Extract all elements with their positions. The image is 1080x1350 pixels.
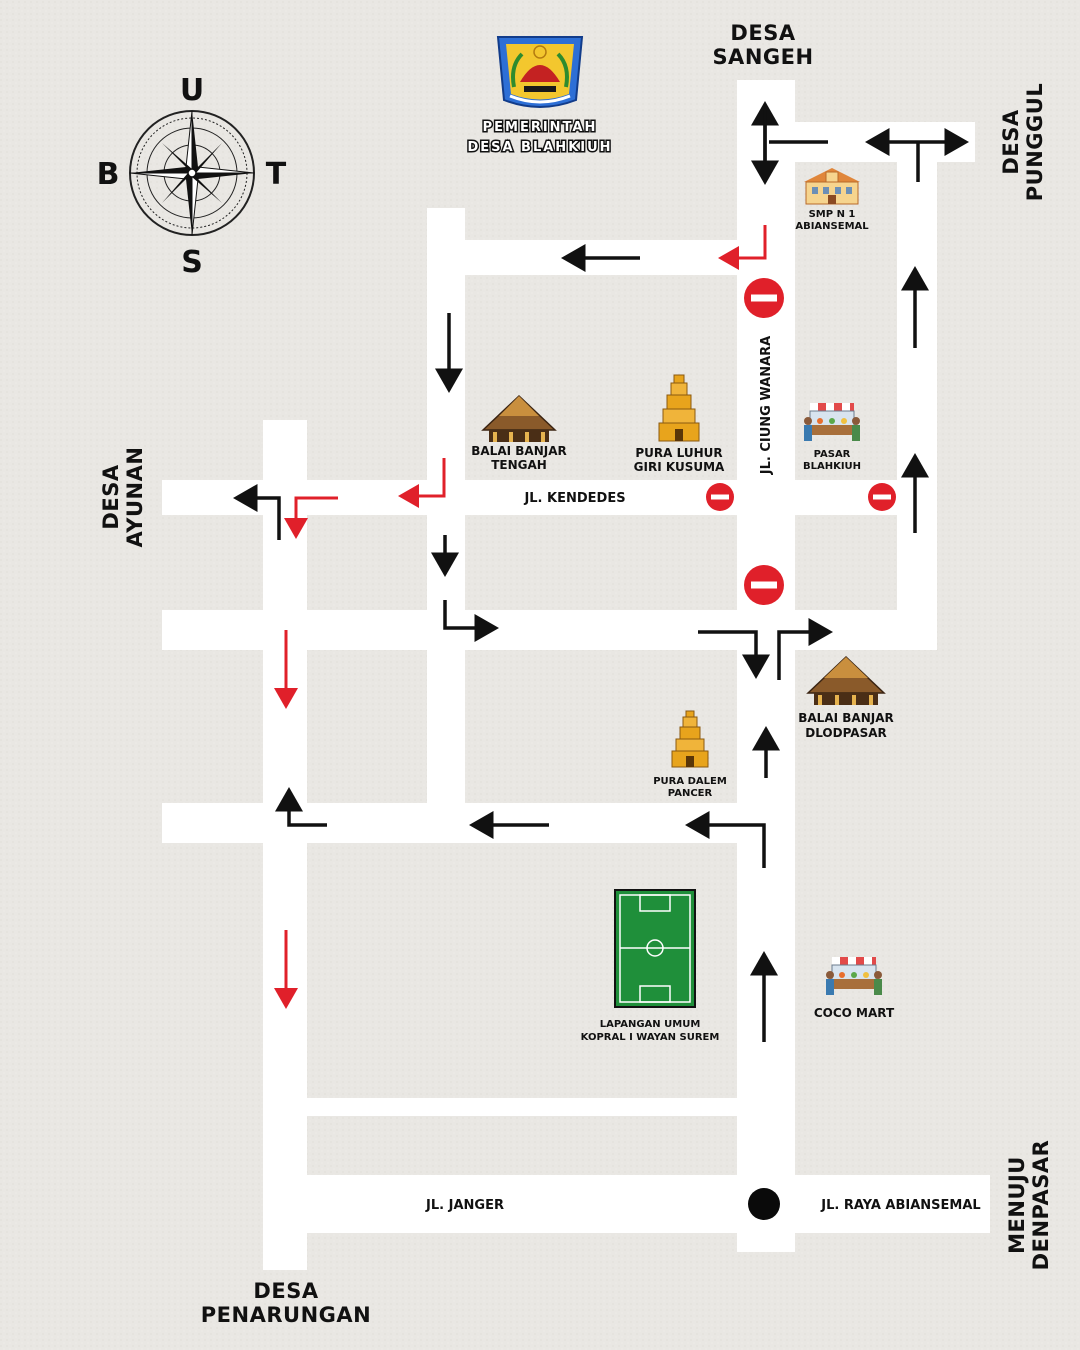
pasar-label-line2: BLAHKIUH <box>803 461 861 472</box>
road-west-vertical <box>263 420 307 1270</box>
balai-tengah-label-line2: TENGAH <box>491 458 547 472</box>
road-label-ciung-wanara: JL. CIUNG WANARA <box>759 336 774 475</box>
balai-tengah-label-line1: BALAI BANJAR <box>471 444 566 458</box>
football-field-icon <box>614 889 696 1008</box>
market-icon <box>804 403 860 441</box>
smp-label-line1: SMP N 1 <box>809 209 856 220</box>
balai-dlodpasar-label-line2: DLODPASAR <box>805 726 887 740</box>
arrow-turn-west <box>233 484 281 540</box>
no-entry-icon <box>868 483 896 511</box>
road-south-small <box>307 1098 737 1116</box>
road-label-ciung-wanara-group: JL. CIUNG WANARA <box>759 336 774 475</box>
compass-west-label: B <box>97 157 120 192</box>
temple-icon <box>671 710 709 768</box>
no-entry-icon <box>706 483 734 511</box>
no-entry-icon <box>744 565 784 605</box>
road-label-janger: JL. JANGER <box>425 1198 504 1213</box>
direction-south-line1: DESA <box>253 1279 318 1303</box>
compass-north-label: U <box>180 73 204 108</box>
direction-east-label: DESA PUNGGUL <box>999 83 1047 201</box>
arrows-red <box>274 225 767 1009</box>
venue-dot-icon <box>748 1188 780 1220</box>
pura-dalem-label-line1: PURA DALEM <box>653 776 727 787</box>
compass-south-label: S <box>181 245 203 280</box>
red-arrow-turn-west-2 <box>398 458 446 508</box>
red-arrow-turn-south <box>284 496 338 539</box>
road-lower-horizontal <box>162 803 795 843</box>
direction-east-line1: DESA <box>999 109 1023 174</box>
coco-mart-label: COCO MART <box>814 1006 895 1020</box>
arrow-turn-up <box>275 787 327 827</box>
emblem-title-line2: DESA BLAHKIUH <box>467 140 612 155</box>
compass-east-label: T <box>266 157 287 192</box>
balai-icon <box>806 655 886 705</box>
direction-west-line2: AYUNAN <box>123 447 147 548</box>
direction-south-line2: PENARUNGAN <box>201 1303 371 1327</box>
direction-east-line2: PUNGGUL <box>1023 83 1047 201</box>
direction-southeast-line1: MENUJU <box>1005 1156 1029 1254</box>
balai-icon <box>481 394 557 442</box>
arrow-turn-down <box>698 630 770 679</box>
pura-dalem-label-line2: PANCER <box>668 788 713 799</box>
arrow-turn-east <box>443 600 499 642</box>
pura-luhur-label-line1: PURA LUHUR <box>635 446 722 460</box>
direction-north-line2: SANGEH <box>712 45 813 69</box>
smp-label-line2: ABIANSEMAL <box>795 221 869 232</box>
lapangan-label-line1: LAPANGAN UMUM <box>600 1019 701 1030</box>
emblem-title-line1: PEMERINTAH <box>483 120 598 135</box>
market-icon <box>826 957 882 995</box>
road-label-raya-abiansemal: JL. RAYA ABIANSEMAL <box>820 1198 980 1213</box>
school-icon <box>804 168 860 205</box>
direction-west-line1: DESA <box>99 464 123 529</box>
road-janger-raya <box>307 1175 990 1233</box>
direction-southeast-line2: DENPASAR <box>1029 1140 1053 1271</box>
no-entry-icon <box>744 278 784 318</box>
roads <box>162 80 990 1270</box>
balai-dlodpasar-label-line1: BALAI BANJAR <box>798 711 893 725</box>
road-east-vertical <box>897 122 937 650</box>
temple-icon <box>658 374 700 442</box>
lapangan-label-line2: KOPRAL I WAYAN SUREM <box>581 1032 720 1043</box>
pura-luhur-label-line2: GIRI KUSUMA <box>634 460 725 474</box>
arrow-turn-west-2 <box>685 811 766 868</box>
government-emblem-icon <box>496 36 584 108</box>
arrow-turn-east-2 <box>777 618 833 680</box>
no-entry-signs <box>706 278 896 605</box>
pasar-label-line1: PASAR <box>814 449 851 460</box>
direction-west-label: DESA AYUNAN <box>99 447 147 548</box>
direction-southeast-label: MENUJU DENPASAR <box>1005 1140 1053 1271</box>
direction-north-line1: DESA <box>730 21 795 45</box>
road-label-kendedes: JL. KENDEDES <box>523 491 625 506</box>
arrows-black <box>233 101 969 1042</box>
compass-rose-icon <box>129 110 255 236</box>
red-arrow-turn-west <box>718 225 767 270</box>
